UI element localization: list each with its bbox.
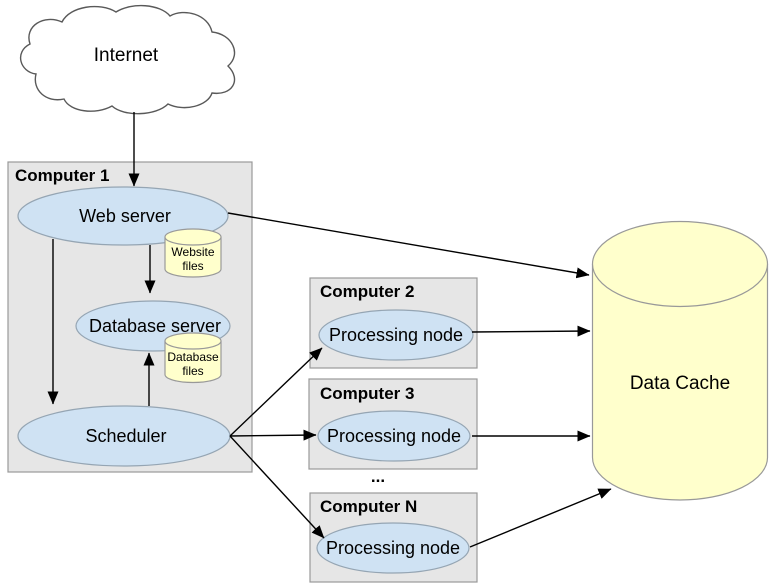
website-files-top — [164, 228, 222, 246]
website-files-body — [165, 237, 221, 277]
database-files-label-line2: files — [182, 364, 203, 378]
arrow-scheduler-to-node-n — [229, 435, 325, 539]
computer2-title: Computer 2 — [320, 282, 414, 301]
cloud-shape — [19, 5, 236, 115]
arrow-node2-to-data-cache — [471, 325, 591, 337]
database-files-top — [164, 332, 222, 350]
website-files-label-line1: Website — [171, 245, 214, 259]
ellipsis-label: ... — [371, 467, 385, 486]
computer1-group: Computer 1 Web server Website files Data… — [7, 161, 253, 473]
computer3-title: Computer 3 — [320, 384, 414, 403]
website-files-cylinder: Website files — [164, 228, 222, 278]
database-files-outline — [164, 341, 222, 384]
computer2-group: Computer 2 Processing node — [309, 277, 478, 369]
database-server-label: Database server — [89, 316, 221, 336]
arrow-web-server-to-data-cache — [227, 212, 590, 279]
database-files-body — [165, 341, 221, 383]
processing-node-n-label: Processing node — [326, 538, 460, 558]
computer1-title: Computer 1 — [15, 166, 109, 185]
web-server-label: Web server — [79, 206, 171, 226]
data-cache-cylinder: Data Cache — [591, 220, 769, 501]
processing-node-3-label: Processing node — [327, 426, 461, 446]
data-cache-top — [591, 220, 769, 308]
scheduler-label: Scheduler — [85, 426, 166, 446]
database-files-label-line1: Database — [167, 350, 219, 364]
processing-node-3 — [317, 410, 471, 462]
arrow-scheduler-to-node2 — [229, 347, 323, 437]
computer-n-title: Computer N — [320, 497, 417, 516]
arrow-node-n-to-data-cache — [469, 488, 612, 548]
arrows — [47, 112, 612, 548]
computer3-group: Computer 3 Processing node — [308, 378, 478, 470]
processing-node-2-label: Processing node — [329, 325, 463, 345]
computer-n-group: Computer N Processing node — [309, 492, 478, 583]
processing-node-2 — [318, 309, 474, 361]
internet-cloud: Internet — [19, 5, 236, 115]
website-files-outline — [164, 237, 222, 278]
website-files-label-line2: files — [182, 259, 203, 273]
processing-node-n — [316, 522, 470, 574]
arrow-scheduler-to-node3 — [229, 429, 317, 441]
database-files-cylinder: Database files — [164, 332, 222, 384]
internet-label: Internet — [94, 45, 159, 66]
data-cache-label: Data Cache — [630, 373, 730, 394]
data-cache-body — [592, 264, 768, 500]
data-cache-outline — [591, 264, 769, 501]
